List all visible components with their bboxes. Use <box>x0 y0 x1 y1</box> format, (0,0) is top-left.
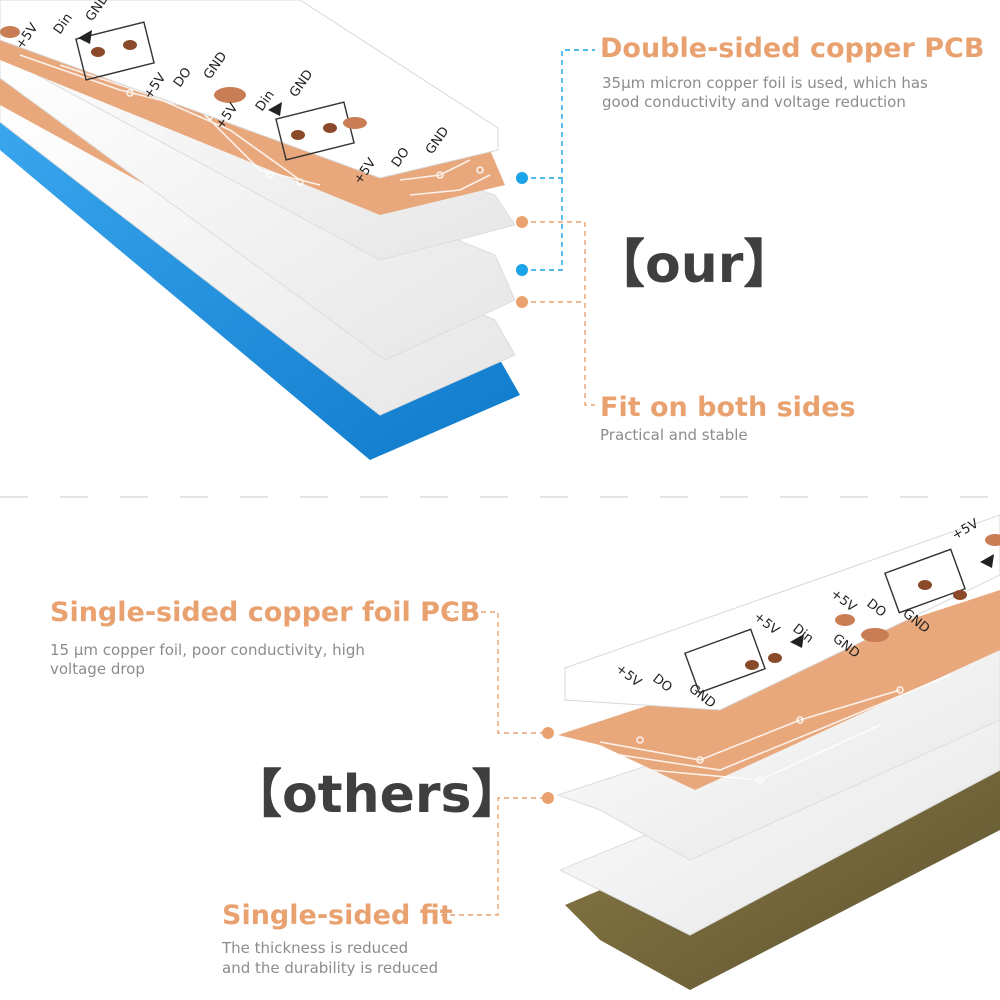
led-pads <box>0 21 367 161</box>
our-copper-title: Double-sided copper PCB <box>600 33 985 64</box>
others-copper-description: 15 μm copper foil, poor conductivity, hi… <box>50 641 365 678</box>
pcb-label-5v: +5V <box>751 609 782 638</box>
marker-dot <box>516 296 528 308</box>
copper-foil-layer <box>558 590 1000 790</box>
pcb-label-5v: +5V <box>950 516 982 543</box>
led-pads <box>684 534 1000 694</box>
pcb-label-gnd: GND <box>830 631 863 661</box>
pcb-label-din: Din <box>790 621 816 646</box>
marker-dot <box>516 172 528 184</box>
our-fit-title: Fit on both sides <box>600 392 856 423</box>
our-strip-illustration: +5V Din GND +5V DO GND +5V Din GND +5V D… <box>0 0 595 460</box>
white-film-layer <box>558 689 1000 936</box>
olive-adhesive-layer <box>565 720 1000 990</box>
pcb-silkscreen-labels: +5V DO GND +5V Din GND +5V DO GND +5V <box>613 516 982 711</box>
others-heading: 【others】 <box>230 765 524 825</box>
pcb-label-gnd: GND <box>686 681 719 711</box>
our-heading: 【our】 <box>593 235 796 295</box>
data-direction-arrow <box>78 30 92 44</box>
marker-dot <box>516 264 528 276</box>
marker-dot <box>542 727 554 739</box>
leader-lines-our <box>522 49 595 406</box>
pcb-label-do: DO <box>864 596 889 620</box>
others-fit-title: Single-sided fit <box>222 900 453 931</box>
pcb-label-do: DO <box>650 671 675 695</box>
our-copper-description: 35μm micron copper foil is used, which h… <box>602 74 928 111</box>
pcb-label-gnd: GND <box>900 606 933 636</box>
our-fit-description: Practical and stable <box>600 426 748 444</box>
data-direction-arrow <box>268 102 282 116</box>
marker-dot <box>542 792 554 804</box>
copper-traces <box>599 674 951 784</box>
marker-dot <box>516 216 528 228</box>
others-copper-title: Single-sided copper foil PCB <box>50 597 481 628</box>
others-fit-description-line2: and the durability is reduced <box>222 959 439 977</box>
data-direction-arrow <box>980 554 994 568</box>
insulation-layer <box>556 649 1000 861</box>
pcb-label-5v: +5V <box>613 661 644 690</box>
top-pcb-surface <box>564 514 1000 711</box>
data-direction-arrow <box>790 634 804 648</box>
pcb-label-5v: +5V <box>828 586 859 615</box>
others-fit-description-line1: The thickness is reduced <box>222 939 409 957</box>
